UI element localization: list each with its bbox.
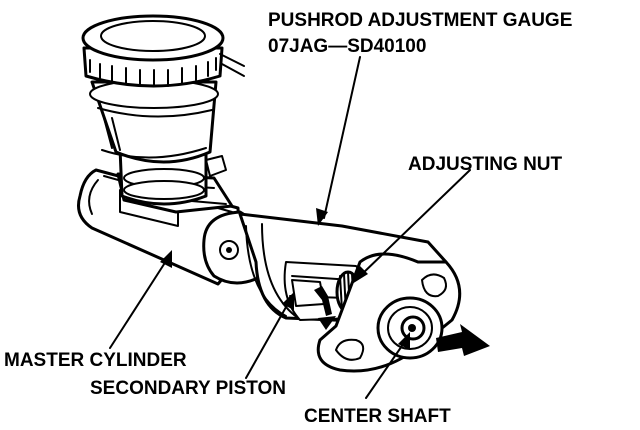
label-center-shaft: CENTER SHAFT bbox=[304, 406, 451, 427]
leader-lines bbox=[109, 56, 471, 399]
label-gauge-part-number: 07JAG—SD40100 bbox=[268, 36, 426, 57]
pushrod-adjustment-gauge bbox=[202, 210, 462, 373]
push-arrow-icon bbox=[436, 324, 490, 356]
label-adjusting-nut: ADJUSTING NUT bbox=[408, 154, 563, 175]
label-master-cylinder: MASTER CYLINDER bbox=[4, 350, 187, 371]
reservoir bbox=[81, 14, 245, 206]
label-secondary-piston: SECONDARY PISTON bbox=[90, 378, 286, 399]
label-gauge-name: PUSHROD ADJUSTMENT GAUGE bbox=[268, 10, 572, 31]
